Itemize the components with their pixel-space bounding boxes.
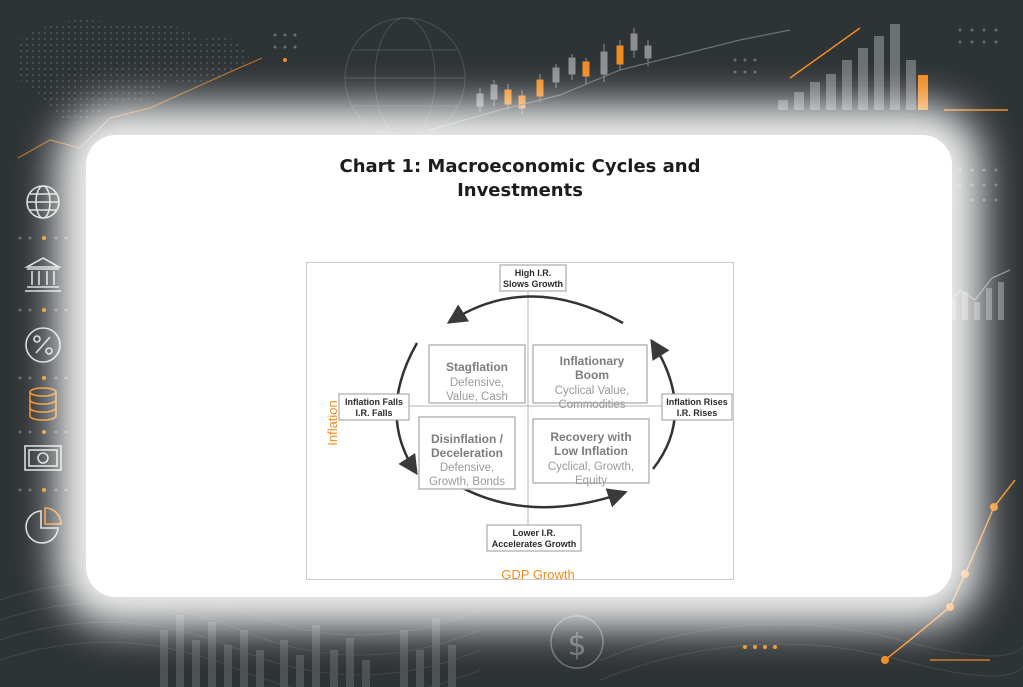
quadrant-top-right-assets-1: Cyclical Value, bbox=[555, 385, 630, 397]
quadrant-box-bottom-left bbox=[418, 416, 516, 490]
side-dots-decoration bbox=[18, 236, 68, 492]
globe-icon bbox=[24, 183, 62, 221]
quadrant-top-right-title-2: Boom bbox=[575, 368, 609, 382]
quadrant-bottom-left-assets-1: Defensive, bbox=[440, 462, 494, 474]
bar-decoration-right bbox=[950, 282, 1004, 320]
x-axis-label: GDP Growth bbox=[501, 567, 574, 579]
edge-top-line-1: High I.R. bbox=[515, 268, 552, 278]
quadrant-bottom-left-title-1: Disinflation / bbox=[431, 432, 504, 446]
cycle-arrow-top bbox=[446, 295, 624, 325]
y-axis-label: Inflation bbox=[325, 400, 340, 446]
trend-line-top bbox=[429, 29, 791, 131]
edge-right-line-2: I.R. Rises bbox=[677, 408, 718, 418]
dollar-coin-decoration: $ bbox=[550, 615, 604, 669]
macro-cycle-diagram: Stagflation Defensive, Value, Cash Infla… bbox=[306, 262, 734, 580]
banknote-icon bbox=[24, 439, 62, 477]
edge-box-top bbox=[499, 264, 567, 292]
svg-text:$: $ bbox=[567, 628, 586, 663]
edge-top-line-2: Slows Growth bbox=[503, 279, 563, 289]
edge-bottom-line-2: Accelerates Growth bbox=[492, 539, 577, 549]
quadrant-bottom-right-assets-1: Cyclical, Growth, bbox=[548, 461, 634, 473]
world-map-dots bbox=[20, 20, 250, 123]
title-line-2: Investments bbox=[457, 180, 583, 201]
candlestick-decoration bbox=[476, 28, 652, 114]
cycle-arrow-bottom bbox=[456, 483, 628, 509]
bar-decoration-bottom bbox=[160, 615, 456, 687]
edge-left-line-2: I.R. Falls bbox=[355, 408, 392, 418]
quadrant-box-top-right bbox=[532, 344, 648, 404]
edge-box-right bbox=[661, 393, 733, 421]
bar-decoration-top-right bbox=[778, 24, 928, 110]
quadrant-top-left-assets-2: Value, Cash bbox=[446, 391, 508, 403]
quadrant-top-right-assets-2: Commodities bbox=[558, 399, 625, 411]
dot-grid-decoration bbox=[273, 28, 998, 202]
edge-right-line-1: Inflation Rises bbox=[666, 397, 728, 407]
quadrant-box-bottom-right bbox=[532, 418, 650, 484]
quadrant-bottom-right-title-1: Recovery with bbox=[550, 430, 631, 444]
edge-box-bottom bbox=[486, 524, 582, 552]
title-line-1: Chart 1: Macroeconomic Cycles and bbox=[339, 156, 701, 177]
trend-line-top-left bbox=[17, 57, 263, 159]
edge-left-line-1: Inflation Falls bbox=[345, 397, 403, 407]
edge-bottom-line-1: Lower I.R. bbox=[512, 528, 555, 538]
pie-chart-icon bbox=[24, 507, 62, 545]
quadrant-bottom-left-title-2: Deceleration bbox=[431, 446, 503, 460]
coins-icon bbox=[24, 385, 62, 423]
quadrant-top-left-assets-1: Defensive, bbox=[450, 377, 504, 389]
page-title: Chart 1: Macroeconomic Cycles and Invest… bbox=[300, 155, 740, 203]
quadrant-bottom-right-assets-2: Equity bbox=[575, 475, 607, 487]
quadrant-box-top-left bbox=[428, 344, 526, 404]
quadrant-bottom-left-assets-2: Growth, Bonds bbox=[429, 476, 505, 488]
quadrant-bottom-right-title-2: Low Inflation bbox=[554, 444, 628, 458]
quadrant-top-right-title-1: Inflationary bbox=[560, 354, 625, 368]
edge-box-left bbox=[338, 393, 410, 421]
quadrant-top-left-title: Stagflation bbox=[446, 360, 508, 374]
bank-icon bbox=[23, 255, 63, 293]
percent-icon bbox=[24, 326, 62, 364]
